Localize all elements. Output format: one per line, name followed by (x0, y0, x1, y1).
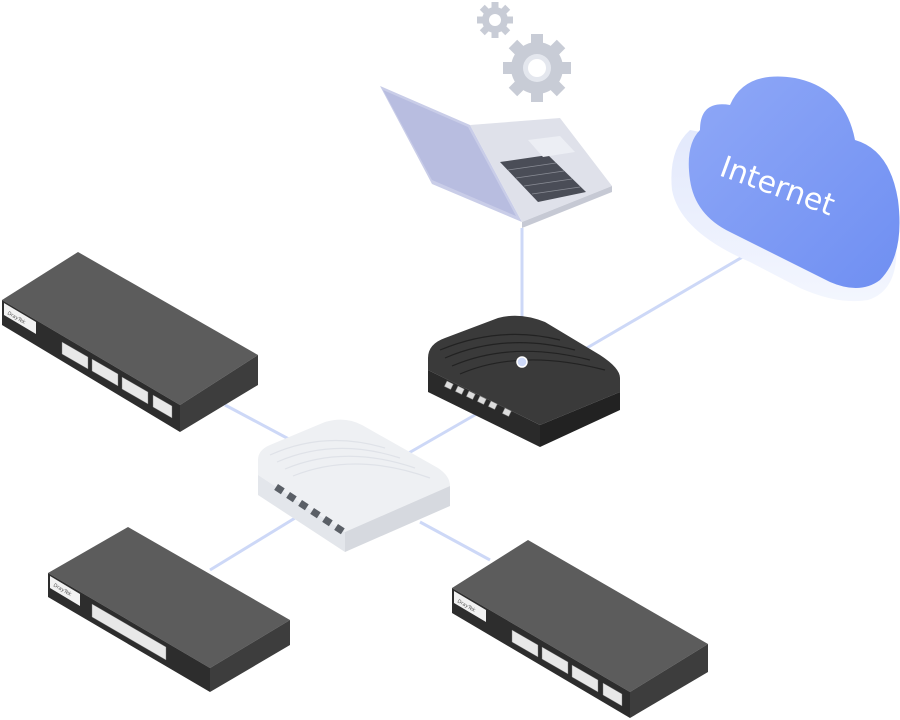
core-switch-icon (258, 419, 450, 552)
switch-bottom-right-brand-plate (454, 591, 486, 622)
link-core-switch-bottom-left (209, 513, 301, 572)
switch-bottom-left-icon: DrayTek (48, 527, 290, 692)
switch-bottom-right-icon: DrayTek (452, 540, 708, 718)
laptop-icon (380, 86, 612, 228)
internet-cloud-icon: Internet (671, 76, 900, 302)
switch-bottom-right-front (452, 588, 630, 718)
switch-bottom-left-side (210, 620, 290, 692)
router-side (540, 392, 620, 447)
gear-icon (477, 2, 571, 102)
router-top (428, 315, 620, 425)
switch-top-left-side (180, 355, 258, 432)
core-switch-front (258, 475, 345, 552)
switch-top-left-icon: DrayTek (2, 252, 258, 432)
link-core-switch-bottom-right (419, 520, 491, 562)
link-router-core-switch (399, 410, 481, 460)
gear-small-icon (477, 2, 513, 38)
switch-bottom-left-top (48, 527, 290, 668)
laptop-trackpad (528, 136, 575, 157)
switch-bottom-left-ports (91, 603, 167, 661)
switch-top-left-top (2, 252, 258, 405)
router-uplink-dot (516, 356, 528, 368)
router-front (428, 370, 540, 447)
switch-bottom-right-side (630, 644, 708, 718)
core-switch-ports (274, 484, 345, 535)
switch-bottom-right-top (452, 540, 708, 692)
router-icon (428, 315, 620, 447)
switch-top-left-ports (61, 341, 173, 419)
switch-bottom-left-brand-plate (50, 576, 80, 606)
router-ports (444, 380, 512, 417)
gear-large-icon (503, 34, 571, 102)
laptop-keyboard (500, 155, 586, 202)
cloud-body (688, 76, 900, 289)
switch-bottom-right-ports (511, 629, 623, 707)
core-switch-side (345, 486, 450, 552)
switch-top-left-front (2, 300, 180, 432)
switch-top-left-brand-plate (4, 303, 36, 334)
